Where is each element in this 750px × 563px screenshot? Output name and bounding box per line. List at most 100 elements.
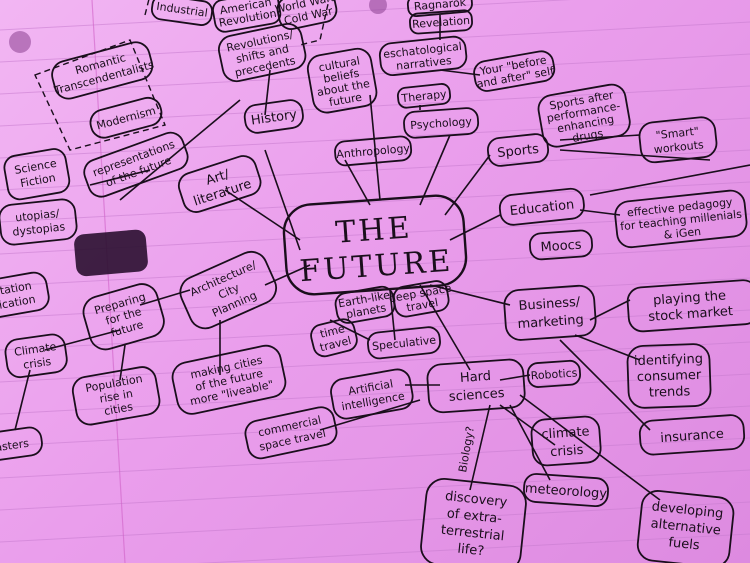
node-deep-space: deep space travel	[388, 280, 453, 318]
binder-hole	[9, 31, 31, 53]
node-utopias: utopias/ dystopias	[0, 198, 78, 246]
node-alt-fuels: developing alternative fuels	[636, 490, 735, 563]
node-label: terrestrial	[440, 523, 505, 545]
node-science-fiction: Science Fiction	[3, 148, 71, 201]
node-preparing: Preparing for the future	[82, 283, 165, 351]
node-label: alternative	[650, 516, 722, 538]
node-label: climate	[541, 424, 590, 442]
node-industrial: Industrial	[150, 0, 213, 26]
node-business: Business/ marketing	[503, 284, 597, 341]
node-moocs: Moocs	[529, 229, 593, 261]
node-modernism: Modernism	[89, 96, 163, 139]
node-label: cities	[103, 400, 134, 418]
node-label: developing	[651, 499, 724, 521]
node-effective-pedagogy: effective pedagogy for teaching millenia…	[614, 189, 748, 249]
node-label: Business/	[518, 295, 581, 314]
node-commercial-space: commercial space travel	[244, 406, 338, 460]
node-label: narratives	[396, 54, 453, 73]
binder-hole	[369, 0, 387, 14]
node-eschatological: eschatological narratives	[378, 35, 468, 77]
node-climate-crisis-left: Climate crisis	[4, 333, 68, 379]
node-architecture: Architecture/ City Planning	[179, 250, 278, 330]
node-insurance: insurance	[638, 414, 746, 456]
connector-lines	[14, 15, 750, 501]
node-label: insurance	[660, 427, 724, 446]
node-american-revolution: American Revolution	[212, 0, 282, 33]
node-robotics: Robotics	[526, 359, 581, 388]
node-label: Education	[509, 197, 575, 219]
node-anthropology: Anthropology	[334, 135, 413, 167]
node-label: travel	[405, 296, 439, 314]
node-representations: representations of the future	[83, 131, 189, 198]
node-world-wars: World Wars Cold War	[274, 0, 338, 30]
center-title-line1: THE	[334, 210, 413, 250]
node-label: workouts	[653, 138, 704, 156]
node-label: History	[250, 107, 298, 128]
node-label: Speculative	[371, 333, 436, 353]
scribble-mark	[74, 229, 148, 277]
node-label: life?	[457, 542, 485, 560]
node-label: "Smart"	[655, 125, 700, 142]
node-smart-workouts: "Smart" workouts	[638, 116, 718, 164]
node-label: Moocs	[540, 237, 582, 255]
node-label: trends	[649, 384, 691, 400]
node-therapy: Therapy	[396, 83, 451, 109]
node-label: Psychology	[410, 115, 473, 132]
node-sports: Sports	[486, 133, 550, 167]
node-cultural-beliefs: cultural beliefs about the future	[306, 47, 378, 114]
node-time-travel: time travel	[310, 318, 358, 358]
node-label: rise in	[99, 387, 134, 406]
node-label: of extra-	[446, 506, 503, 527]
node-education: Education	[498, 187, 585, 226]
node-station-partial: station fication	[0, 271, 50, 319]
node-label: meteorology	[524, 481, 607, 502]
node-speculative: Speculative	[367, 326, 441, 360]
node-label: Revelation	[412, 14, 471, 31]
node-stock-market: playing the stock market	[626, 279, 750, 333]
node-label: future	[328, 91, 363, 110]
node-label: Hard	[459, 369, 491, 386]
node-label: beliefs	[322, 67, 360, 86]
node-disasters-partial: asters	[0, 426, 43, 463]
node-label: utopias/	[15, 207, 61, 225]
node-label: consumer	[637, 368, 702, 385]
node-psychology: Psychology	[403, 107, 480, 139]
node-label: marketing	[517, 313, 584, 333]
node-label: sciences	[448, 386, 505, 405]
node-revelation: Revelation	[409, 9, 473, 35]
dashed-group-outline	[144, 0, 330, 46]
node-sports-after: Sports after performance- enhancing drug…	[537, 83, 631, 148]
node-label: Sports	[497, 142, 540, 161]
node-discovery: discovery of extra- terrestrial life?	[420, 477, 527, 563]
node-label: Industrial	[156, 0, 209, 20]
node-art-literature: Art/ literature	[177, 155, 262, 213]
node-label: Fiction	[19, 171, 56, 190]
node-label: fuels	[668, 535, 701, 553]
node-hard-sciences: Hard sciences	[426, 358, 526, 414]
node-climate-crisis-right: climate crisis	[530, 415, 602, 467]
node-label: Anthropology	[336, 142, 411, 161]
node-label: asters	[0, 437, 30, 455]
node-before-after: Your "before and after" self	[473, 50, 556, 92]
margin-line	[91, 0, 126, 563]
node-label: & iGen	[663, 225, 702, 242]
node-label: identifying	[634, 352, 703, 369]
node-label: Robotics	[530, 366, 578, 382]
node-label: stock market	[648, 304, 734, 325]
node-meteorology: meteorology	[523, 473, 609, 508]
node-label: Therapy	[400, 87, 448, 105]
node-label: playing the	[653, 288, 727, 308]
node-label: dystopias	[12, 220, 66, 238]
node-making-cities: making cities of the future more "liveab…	[171, 344, 287, 415]
node-label: time	[319, 322, 346, 341]
node-history: History	[243, 99, 304, 134]
node-label: Climate	[13, 340, 57, 359]
biology-label: Biology?	[456, 425, 477, 473]
node-label: discovery	[444, 489, 508, 510]
center-node: THE FUTURE	[282, 194, 468, 296]
node-label: Art/	[204, 167, 232, 189]
node-label: crisis	[22, 355, 52, 372]
node-label: drugs	[571, 127, 604, 145]
node-consumer-trends: identifying consumer trends	[626, 343, 712, 409]
